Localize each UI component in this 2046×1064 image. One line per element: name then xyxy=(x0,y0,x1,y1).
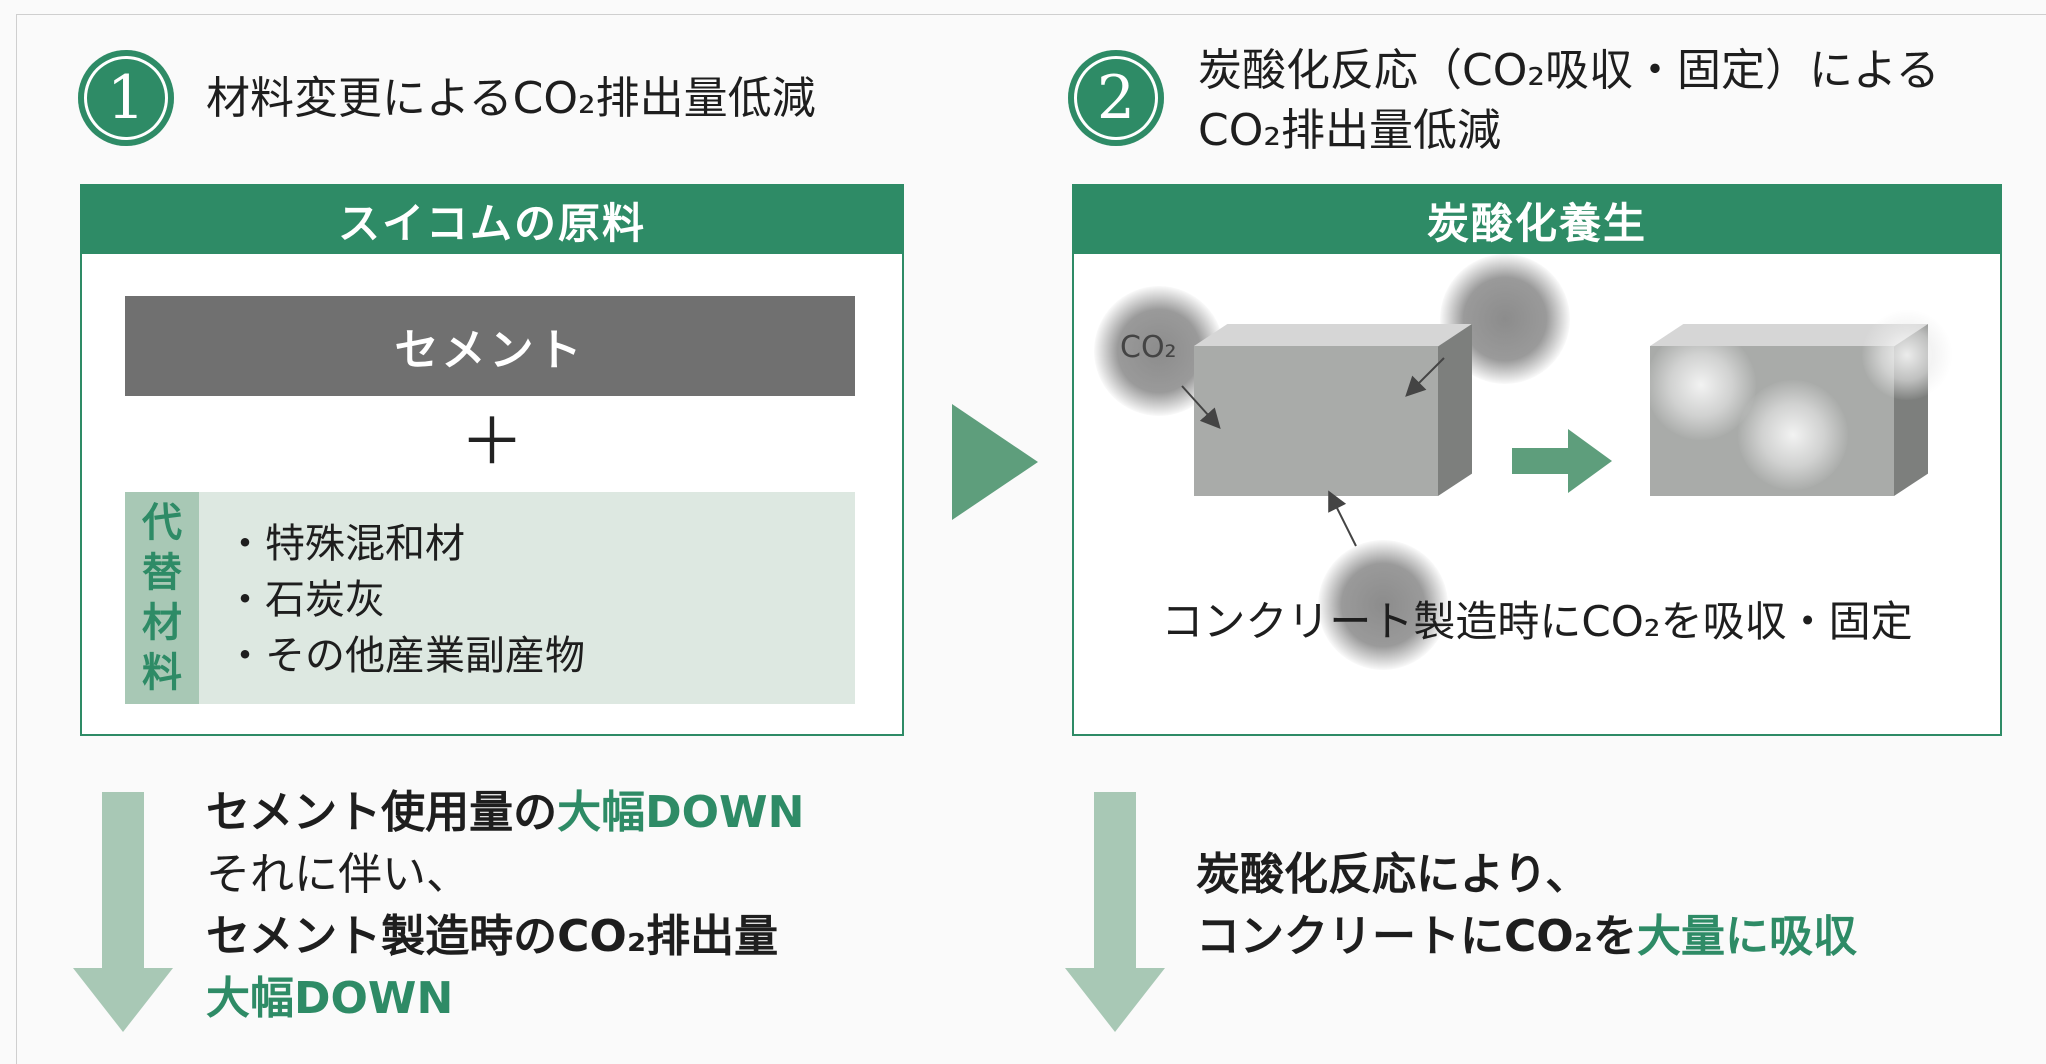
down-arrow-1-icon xyxy=(102,792,144,972)
alt-label-char: 料 xyxy=(142,650,182,696)
alt-label-char: 替 xyxy=(142,550,182,596)
conversion-arrow-icon xyxy=(1512,448,1570,474)
step1-number-badge: 1 xyxy=(78,50,174,146)
absorbed-co2-spot xyxy=(1862,310,1952,400)
step1-title: 材料変更によるCO₂排出量低減 xyxy=(206,73,816,124)
concrete-block-top xyxy=(1194,324,1472,346)
result1-line3: セメント製造時のCO₂排出量 xyxy=(206,911,779,962)
step1-panel: スイコムの原料 セメント ＋ 代 替 材 料 ・特殊混和材 ・石炭灰 ・その他産… xyxy=(80,184,904,736)
concrete-block-before xyxy=(1194,346,1438,496)
result1-line1: セメント使用量の大幅DOWN xyxy=(206,787,805,838)
co2-label: CO₂ xyxy=(1120,330,1177,365)
result1-highlight: 大幅DOWN xyxy=(557,787,805,838)
step2-number: 2 xyxy=(1096,63,1136,133)
result2-line1: 炭酸化反応により、 xyxy=(1196,849,1590,900)
step1-panel-title: スイコムの原料 xyxy=(82,186,902,254)
step1-number: 1 xyxy=(106,63,146,133)
conversion-arrow-head-icon xyxy=(1568,429,1612,493)
alt-label-char: 材 xyxy=(142,600,182,646)
result1-line2: それに伴い、 xyxy=(206,849,470,900)
step2-panel-title: 炭酸化養生 xyxy=(1074,186,2000,254)
next-step-arrow-icon xyxy=(952,404,1038,520)
list-item: ・その他産業副産物 xyxy=(225,633,585,679)
result2-line2: コンクリートにCO₂を大量に吸収 xyxy=(1196,911,1857,962)
concrete-block-top xyxy=(1650,324,1928,346)
plus-sign: ＋ xyxy=(460,406,524,480)
concrete-block-side xyxy=(1438,324,1472,496)
concrete-block-after xyxy=(1650,346,1894,496)
down-arrow-1-head-icon xyxy=(73,968,173,1032)
result2-text: 炭酸化反応により、 コンクリートにCO₂を大量に吸収 xyxy=(1196,844,1857,968)
step2-title-line2: CO₂排出量低減 xyxy=(1198,105,1501,156)
cement-bar: セメント xyxy=(125,296,855,396)
alternative-materials-box: 代 替 材 料 ・特殊混和材 ・石炭灰 ・その他産業副産物 xyxy=(125,492,855,704)
result2-highlight: 大量に吸収 xyxy=(1636,911,1857,962)
alt-label-char: 代 xyxy=(142,500,182,546)
result1-text: セメント使用量の大幅DOWN それに伴い、 セメント製造時のCO₂排出量 大幅D… xyxy=(206,782,804,1030)
list-item: ・石炭灰 xyxy=(225,577,385,623)
step2-number-badge: 2 xyxy=(1068,50,1164,146)
step2-caption: コンクリート製造時にCO₂を吸収・固定 xyxy=(1161,597,1913,646)
co2-cloud-icon xyxy=(1318,540,1448,670)
co2-penetration-arrows-icon xyxy=(1181,357,1445,547)
down-arrow-2-icon xyxy=(1094,792,1136,972)
result1-line4: 大幅DOWN xyxy=(206,973,454,1024)
list-item: ・特殊混和材 xyxy=(225,521,465,567)
absorbed-co2-spot xyxy=(1738,380,1848,490)
down-arrow-2-head-icon xyxy=(1065,968,1165,1032)
alternative-materials-label: 代 替 材 料 xyxy=(125,492,199,704)
step2-panel: 炭酸化養生 CO₂ コンクリート製造時にCO₂を吸収・固定 xyxy=(1072,184,2002,736)
alternative-materials-list: ・特殊混和材 ・石炭灰 ・その他産業副産物 xyxy=(225,516,585,684)
step2-title-line1: 炭酸化反応（CO₂吸収・固定）による xyxy=(1198,45,1940,96)
frame-border xyxy=(16,14,2046,1064)
